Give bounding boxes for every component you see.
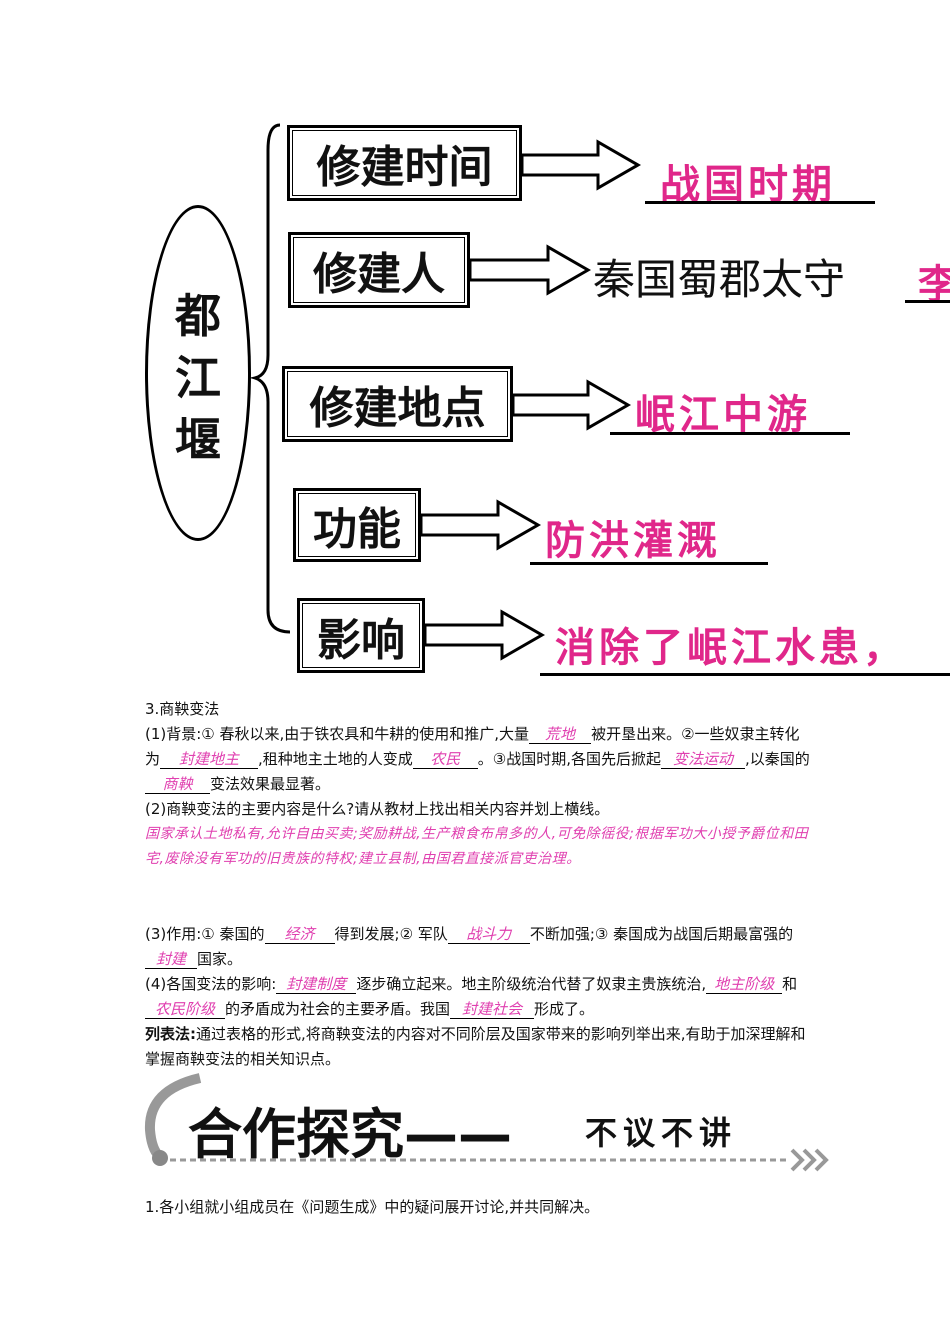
blank-answer: 封建地主 — [160, 750, 259, 769]
blank-answer: 战斗力 — [447, 925, 530, 944]
text: 逐步确立起来。地主阶级统治代替了奴隶主贵族统治, — [356, 975, 707, 993]
blank-answer: 封建社会 — [450, 1000, 535, 1019]
answer-build-time: 战国时期 — [660, 162, 836, 208]
underline — [540, 673, 950, 676]
box-function: 功能 — [293, 488, 421, 562]
banner-decoration — [144, 1073, 829, 1172]
blank-answer: 农民阶级 — [145, 1000, 225, 1019]
text: 得到发展;② 军队 — [334, 925, 448, 943]
discussion-item: 1.各小组就小组成员在《问题生成》中的疑问展开讨论,并共同解决。 — [145, 1198, 600, 1216]
box-builder: 修建人 — [288, 232, 470, 308]
underline — [905, 300, 950, 303]
center-label: 都江堰 — [175, 289, 221, 467]
text: 的矛盾成为社会的主要矛盾。我国 — [225, 1000, 451, 1018]
text: 被开垦出来。②一些奴隶主转化为 — [145, 725, 800, 768]
question-content: (2)商鞅变法的主要内容是什么?请从教材上找出相关内容并划上横线。 — [145, 800, 610, 818]
text: ,租种地主土地的人变成 — [258, 750, 413, 768]
method-note: 列表法:通过表格的形式,将商鞅变法的内容对不同阶层及国家带来的影响列举出来,有助… — [145, 1022, 810, 1072]
text: (3)作用:① 秦国的 — [145, 925, 265, 943]
text: 不断加强;③ 秦国成为战国后期最富强的 — [529, 925, 794, 943]
banner-subtitle: 不议不讲 — [585, 1114, 738, 1152]
blank-answer: 地主阶级 — [706, 975, 783, 994]
blank-answer: 荒地 — [529, 725, 592, 744]
arrows — [419, 139, 642, 661]
paragraph-background: (1)背景:① 春秋以来,由于铁农具和牛耕的使用和推广,大量荒地被开垦出来。②一… — [145, 722, 810, 797]
underline — [645, 201, 875, 204]
paragraph-effect: (3)作用:① 秦国的经济得到发展;② 军队战斗力不断加强;③ 秦国成为战国后期… — [145, 922, 810, 972]
text: ,以秦国的 — [745, 750, 810, 768]
box-build-time: 修建时间 — [287, 125, 522, 201]
text: 。③战国时期,各国先后掀起 — [477, 750, 662, 768]
answer-location: 岷江中游 — [635, 392, 811, 438]
text: (1)背景:① 春秋以来,由于铁农具和牛耕的使用和推广,大量 — [145, 725, 530, 743]
banner-title: 合作探究—— — [188, 1103, 512, 1166]
paragraph-influence: (4)各国变法的影响:封建制度逐步确立起来。地主阶级统治代替了奴隶主贵族统治,地… — [145, 972, 810, 1022]
text: (4)各国变法的影响: — [145, 975, 277, 993]
answer-impact: 消除了岷江水患， — [555, 625, 907, 671]
blank-answer: 变法运动 — [661, 750, 746, 769]
text: 和 — [782, 975, 798, 993]
center-ellipse — [145, 205, 251, 541]
underline — [530, 562, 768, 565]
answer-content: 国家承认土地私有,允许自由买卖;奖励耕战,生产粮食布帛多的人,可免除徭役;根据军… — [145, 826, 809, 867]
blank-answer: 封建 — [145, 950, 197, 969]
blank-answer: 封建制度 — [276, 975, 357, 994]
text: 形成了。 — [534, 1000, 595, 1018]
section-title: 3.商鞅变法 — [145, 700, 220, 718]
blank-answer: 商鞅 — [145, 775, 210, 794]
builder-prefix: 秦国蜀郡太守 — [593, 255, 846, 304]
blank-answer: 经济 — [264, 925, 335, 944]
text: 国家。 — [197, 950, 243, 968]
box-impact: 影响 — [297, 598, 425, 673]
section-body: 3.商鞅变法 (1)背景:① 春秋以来,由于铁农具和牛耕的使用和推广,大量荒地被… — [145, 697, 810, 1072]
underline — [610, 432, 850, 435]
text: 变法效果最显著。 — [210, 775, 331, 793]
method-text: 通过表格的形式,将商鞅变法的内容对不同阶层及国家带来的影响列举出来,有助于加深理… — [145, 1025, 806, 1068]
answer-function: 防洪灌溉 — [545, 518, 721, 564]
blank-answer: 农民 — [412, 750, 478, 769]
box-location: 修建地点 — [282, 366, 513, 442]
method-label: 列表法: — [145, 1025, 196, 1043]
brace — [250, 123, 291, 634]
